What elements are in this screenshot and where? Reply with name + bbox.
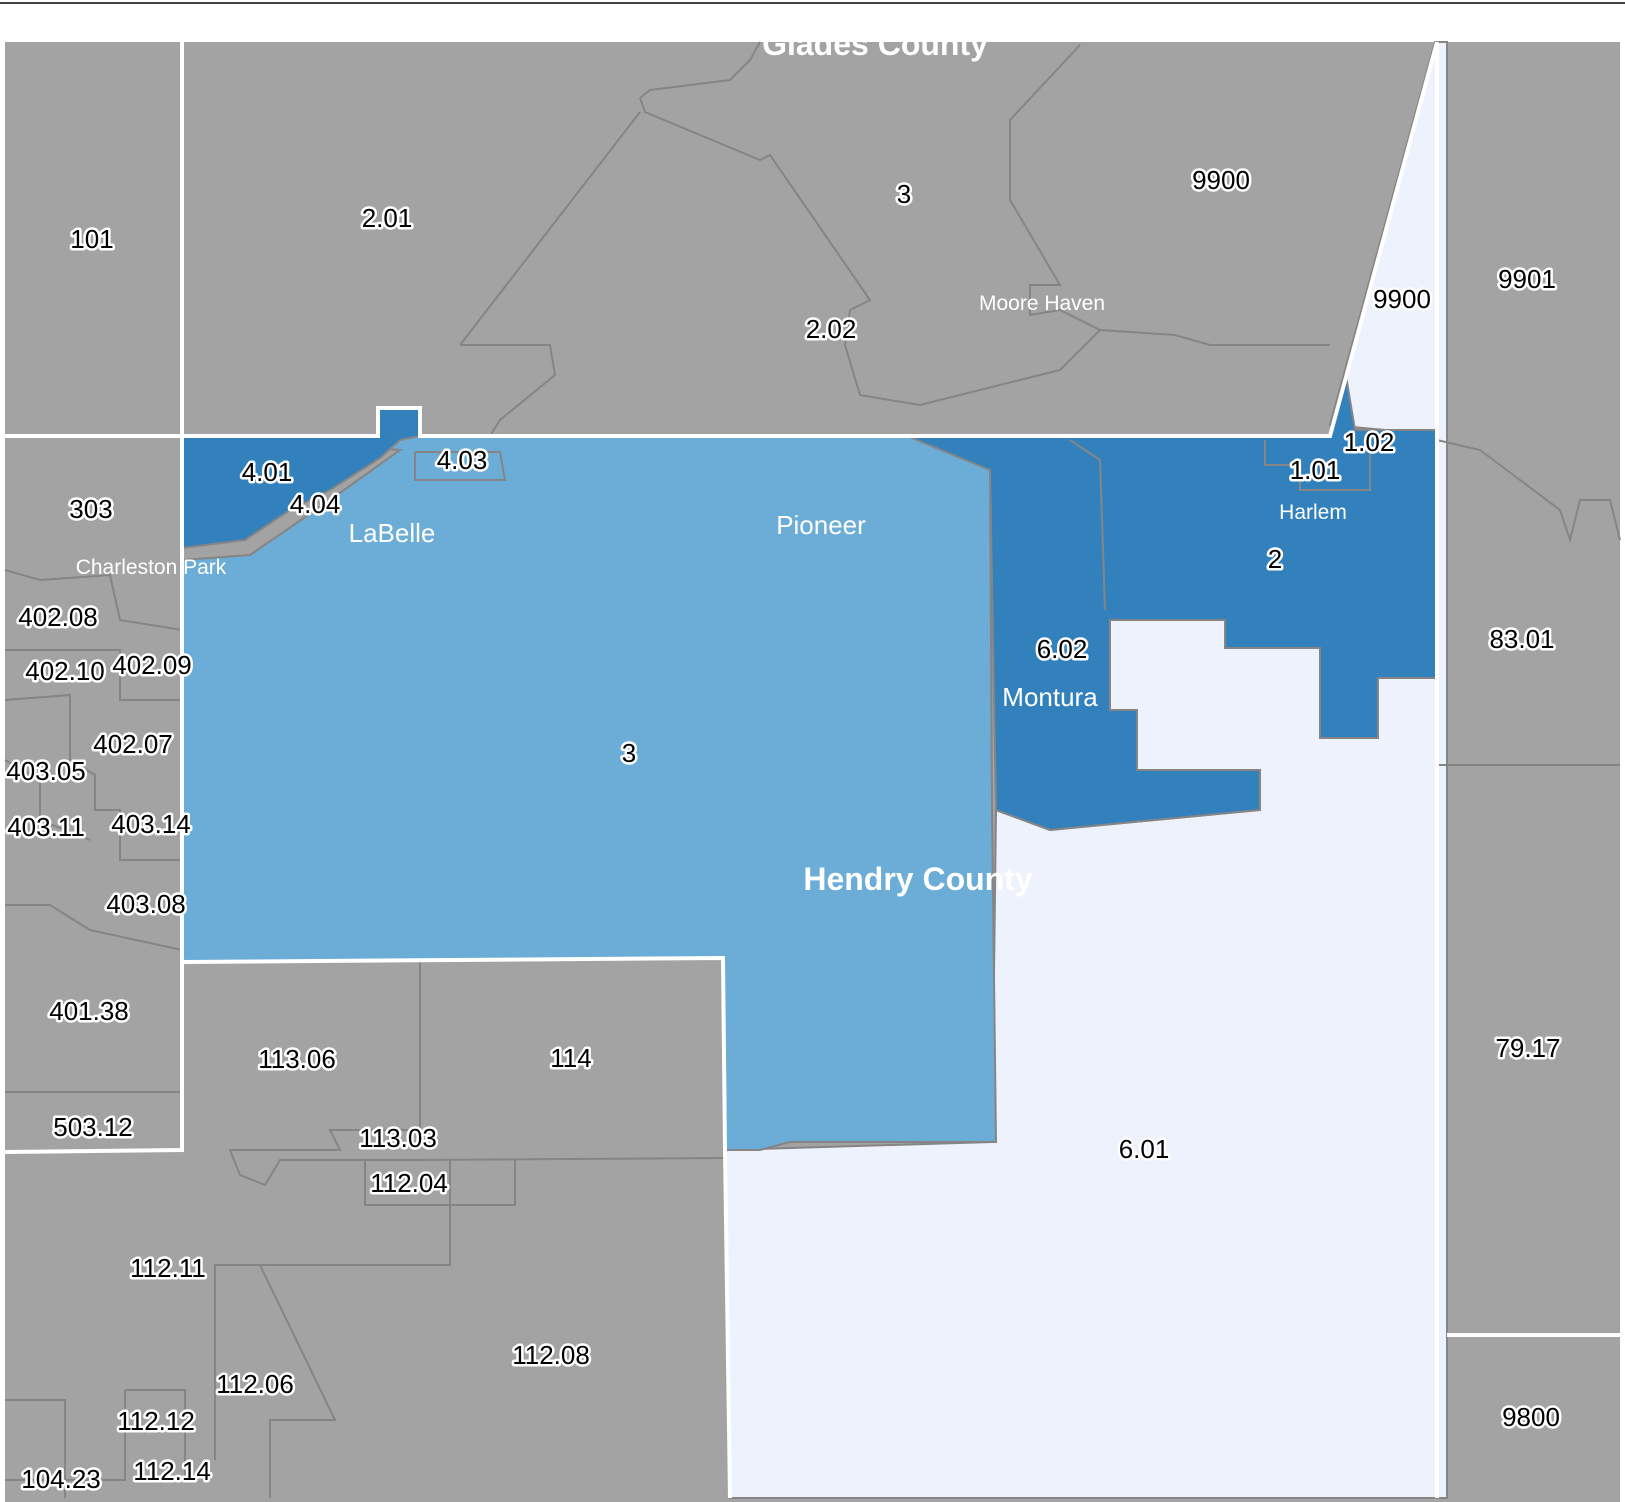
tract-label: 114 — [550, 1043, 591, 1073]
tract-label: 112.08 — [512, 1340, 590, 1370]
tract-label: 2.01 — [362, 203, 413, 233]
tract-boundaries — [4, 41, 1621, 1498]
tract-label: 113.03 — [359, 1123, 437, 1153]
tract-label: 112.11 — [130, 1253, 206, 1283]
tract-label: 402.07 — [93, 729, 173, 759]
place-label-montura: Montura — [1002, 682, 1098, 712]
tract-label: 303 — [69, 494, 112, 524]
tract-label: 112.14 — [133, 1456, 211, 1486]
tract-label: 3 — [897, 179, 911, 209]
tract-label: 402.08 — [18, 602, 98, 632]
tract-label: 79.17 — [1495, 1033, 1560, 1063]
tract-label: 2 — [1268, 544, 1282, 574]
tract-label: 4.03 — [437, 445, 488, 475]
tract-label: 2.02 — [806, 314, 857, 344]
tract-label: 4.04 — [290, 489, 341, 519]
tract-label: 403.11 — [7, 812, 85, 842]
tract-label: 113.06 — [258, 1044, 336, 1074]
tract-label: 401.38 — [49, 996, 129, 1026]
county-label-glades: Glades County — [762, 26, 988, 62]
tract-label: 1.02 — [1344, 427, 1395, 457]
tract-label: 104.23 — [21, 1464, 101, 1494]
tract-label: 403.14 — [111, 809, 191, 839]
tract-label: 503.12 — [53, 1112, 133, 1142]
place-label-labelle: LaBelle — [349, 518, 436, 548]
tract-label: 112.06 — [216, 1369, 294, 1399]
tract-label: 9901 — [1498, 264, 1556, 294]
place-label-moore-haven: Moore Haven — [979, 292, 1105, 315]
tract-2-area — [906, 369, 1438, 832]
tract-label: 402.10 — [25, 656, 105, 686]
tract-label: 1.01 — [1290, 455, 1341, 485]
tract-label: 9900 — [1192, 165, 1250, 195]
tract-label: 9900 — [1373, 284, 1431, 314]
tract-label: 101 — [70, 224, 113, 254]
county-label-hendry: Hendry County — [803, 861, 1033, 897]
tract-label: 6.02 — [1037, 634, 1088, 664]
place-label-charleston-park: Charleston Park — [76, 556, 227, 579]
tract-label: 9800 — [1502, 1402, 1560, 1432]
tract-label: 83.01 — [1489, 624, 1554, 654]
tract-label: 112.04 — [370, 1168, 448, 1198]
tract-label: 3 — [622, 738, 636, 768]
tract-label: 403.08 — [106, 889, 186, 919]
place-label-harlem: Harlem — [1279, 501, 1347, 524]
tract-label: 4.01 — [242, 457, 293, 487]
tract-label: 402.09 — [112, 650, 192, 680]
tract-label: 112.12 — [117, 1406, 195, 1436]
place-label-pioneer: Pioneer — [776, 510, 866, 540]
tract-label: 403.05 — [6, 756, 86, 786]
county-boundaries — [4, 41, 1620, 1499]
tract-label: 6.01 — [1119, 1134, 1170, 1164]
